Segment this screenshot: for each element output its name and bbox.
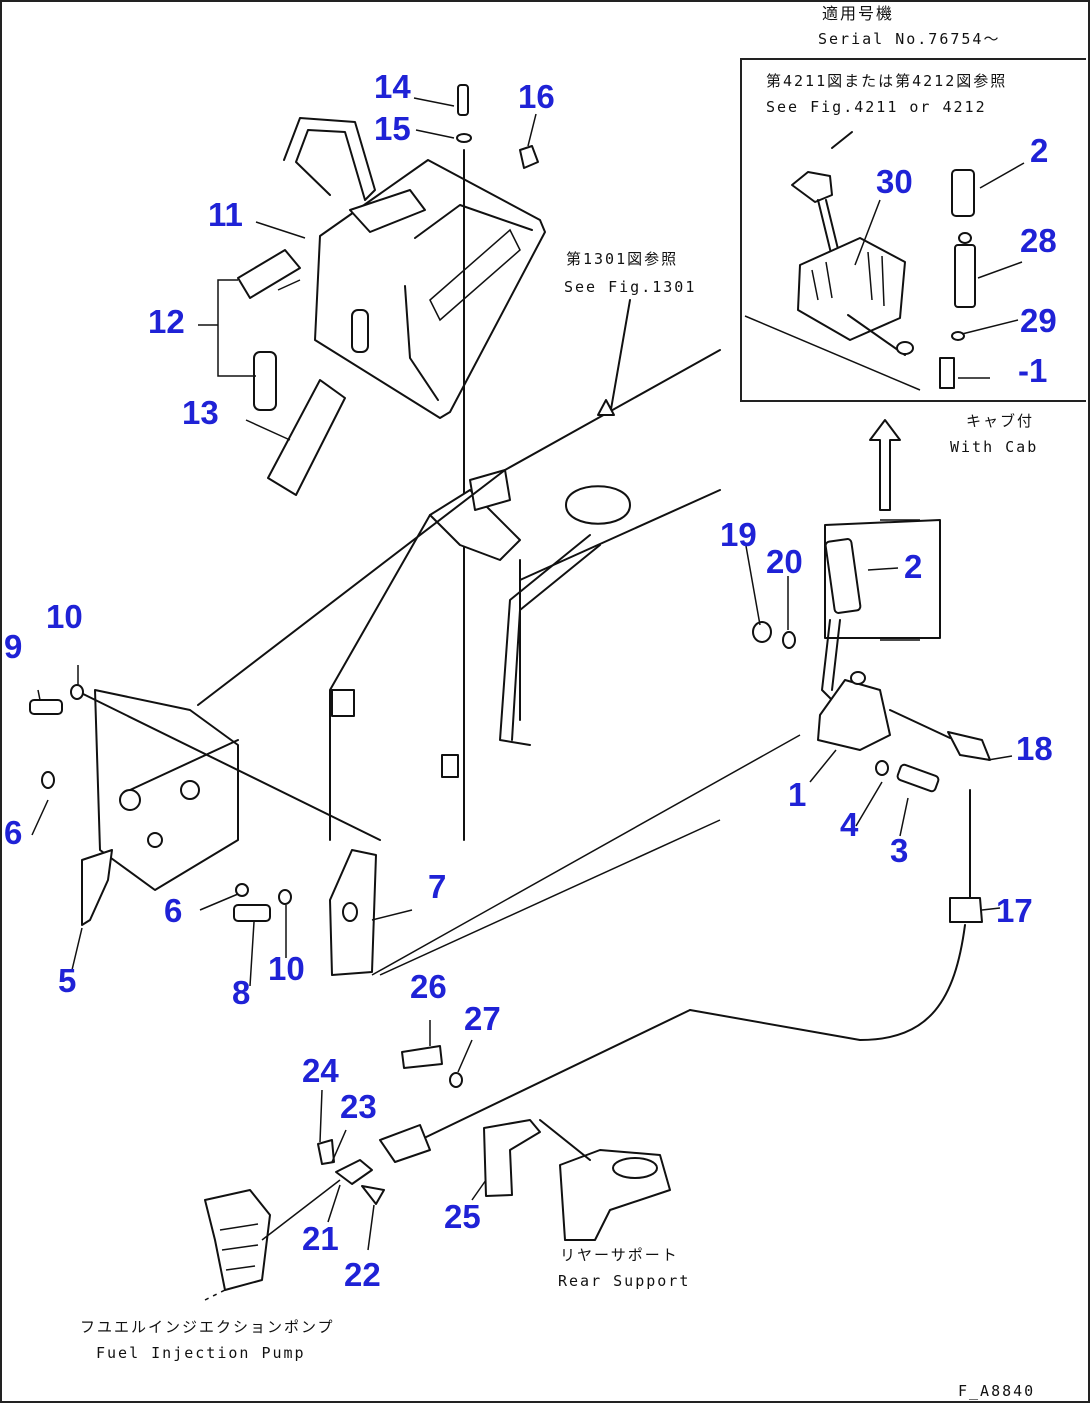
inset-reference-en: See Fig.4211 or 4212 [766, 98, 987, 116]
callout-3: 3 [890, 832, 909, 869]
rear-support-drawing [539, 1119, 671, 1241]
cab-shift-lever-drawing [791, 131, 914, 356]
lever-bracket-drawing [329, 349, 721, 841]
callout-5: 5 [58, 962, 77, 999]
callout-25: 25 [444, 1198, 481, 1235]
callout-26: 26 [410, 968, 447, 1005]
shift-lever-assembly-drawing [752, 519, 991, 793]
control-console-drawing [283, 117, 546, 419]
figure-code: F_A8840 [958, 1382, 1036, 1400]
fuel-pump-label-jp: フユエルインジエクションポンプ [80, 1318, 335, 1336]
callout-22: 22 [344, 1256, 381, 1293]
callout-10-top: 10 [46, 598, 83, 635]
callout-6-left: 6 [4, 814, 23, 851]
callout-19: 19 [720, 516, 757, 553]
callout-6-right: 6 [164, 892, 183, 929]
inset-knob-and-parts [939, 169, 976, 389]
rear-support-label-jp: リヤーサポート [560, 1246, 679, 1264]
callout-17: 17 [996, 892, 1033, 929]
callout-13: 13 [182, 394, 219, 431]
callout-9: 9 [4, 628, 23, 665]
with-cab-jp: キャブ付 [966, 412, 1035, 430]
callout-30: 30 [876, 163, 913, 200]
applicable-serial-jp: 適用号機 [822, 4, 895, 23]
callout-1: 1 [788, 776, 807, 813]
with-cab-en: With Cab [950, 438, 1039, 456]
callout-28: 28 [1020, 222, 1057, 259]
callout-24: 24 [302, 1052, 339, 1089]
inset-reference-jp: 第4211図または第4212図参照 [766, 72, 1008, 90]
callout-7: 7 [428, 868, 447, 905]
callout-20: 20 [766, 543, 803, 580]
fig-1301-reference-en: See Fig.1301 [564, 278, 697, 296]
with-cab-inset-box [740, 58, 1086, 402]
left-bracket-drawing [41, 689, 381, 926]
callout-27: 27 [464, 1000, 501, 1037]
callout-2-inset: 2 [1030, 132, 1049, 169]
callout-21: 21 [302, 1220, 339, 1257]
callout-2: 2 [904, 548, 923, 585]
callout-8: 8 [232, 974, 251, 1011]
callout-16: 16 [518, 78, 555, 115]
callout-18: 18 [1016, 730, 1053, 767]
callout-minus-1: -1 [1018, 352, 1048, 389]
callout-11: 11 [208, 196, 243, 233]
callout-29: 29 [1020, 302, 1057, 339]
callout-15: 15 [374, 110, 411, 147]
callout-23: 23 [340, 1088, 377, 1125]
callout-14: 14 [374, 68, 411, 105]
fuel-injection-pump-drawing [204, 1179, 341, 1301]
callout-10-bottom: 10 [268, 950, 305, 987]
rear-support-label-en: Rear Support [558, 1272, 691, 1290]
fuel-pump-label-en: Fuel Injection Pump [96, 1344, 306, 1362]
callout-4: 4 [840, 806, 859, 843]
applicable-serial-number: Serial No.76754～ [818, 30, 1001, 48]
pedals-drawing [237, 249, 346, 496]
callout-12: 12 [148, 303, 185, 340]
fig-1301-reference-jp: 第1301図参照 [566, 250, 679, 268]
